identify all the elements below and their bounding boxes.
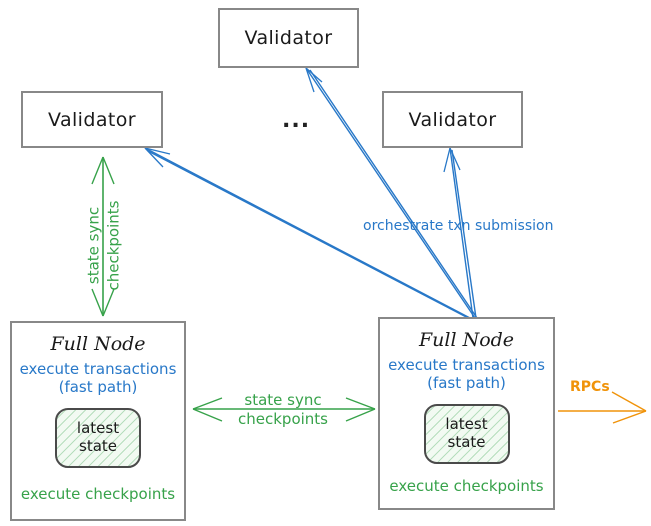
validator-top-label: Validator — [244, 27, 333, 49]
validator-right-label: Validator — [408, 108, 497, 131]
state-sync-horizontal-line2: checkpoints — [238, 409, 328, 428]
latest-state-right-line2: state — [447, 432, 486, 451]
state-sync-horizontal-label: state sync checkpoints — [228, 391, 338, 429]
rpcs-label: RPCs — [570, 379, 610, 395]
state-sync-vertical-label: state sync checkpoints — [85, 186, 124, 306]
orchestrate-txn-label: orchestrate txn submission — [363, 218, 554, 234]
state-sync-vertical-line2: checkpoints — [104, 200, 122, 291]
full-node-left-title: Full Node — [50, 333, 146, 355]
full-node-left-blue-line1: execute transactions — [19, 360, 177, 378]
state-sync-horizontal-line1: state sync — [244, 391, 322, 409]
validator-node-right[interactable]: Validator — [382, 91, 523, 148]
full-node-right-title: Full Node — [418, 329, 515, 351]
more-validators-ellipsis: ... — [282, 108, 311, 133]
full-node-right-blue-line1: execute transactions — [388, 356, 545, 374]
full-node-left-blue-line2: (fast path) — [58, 378, 138, 397]
validator-node-top[interactable]: Validator — [218, 8, 359, 68]
full-node-right-blue-line2: (fast path) — [427, 374, 506, 393]
state-sync-vertical-line1: state sync — [84, 206, 103, 285]
latest-state-left-line1: latest — [76, 418, 120, 437]
latest-state-chip-right[interactable]: latest state — [423, 403, 510, 464]
full-node-left-blue-text: execute transactions (fast path) — [20, 360, 177, 397]
latest-state-right-line1: latest — [445, 414, 488, 433]
full-node-right[interactable]: Full Node execute transactions (fast pat… — [378, 317, 555, 510]
full-node-left[interactable]: Full Node execute transactions (fast pat… — [10, 321, 186, 521]
validator-left-label: Validator — [48, 108, 136, 131]
full-node-right-blue-text: execute transactions (fast path) — [388, 356, 545, 393]
latest-state-chip-left[interactable]: latest state — [55, 407, 141, 468]
full-node-left-green-label: execute checkpoints — [20, 484, 176, 503]
validator-node-left[interactable]: Validator — [21, 91, 163, 148]
latest-state-left-line2: state — [79, 436, 117, 455]
rpcs-arrow — [558, 391, 647, 424]
full-node-right-green-label: execute checkpoints — [389, 476, 544, 495]
